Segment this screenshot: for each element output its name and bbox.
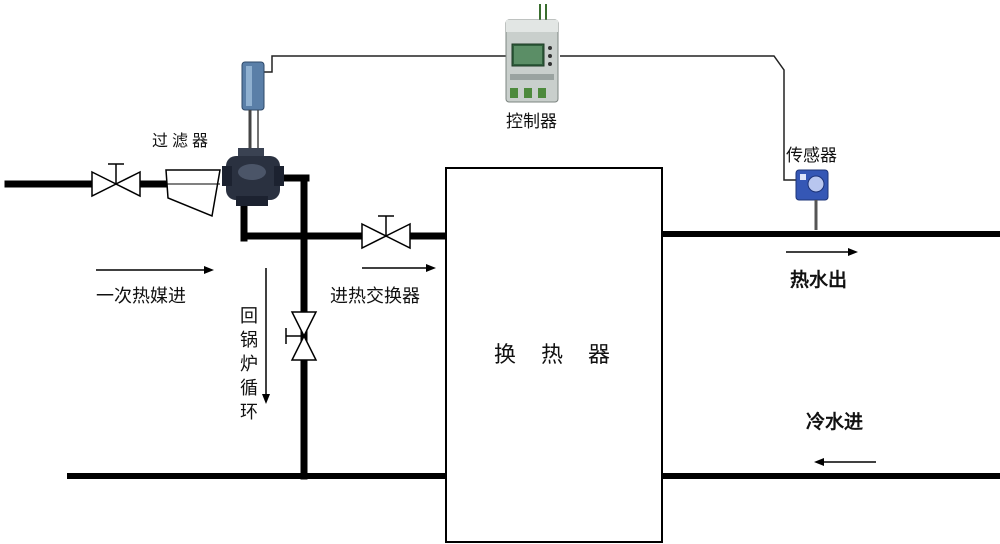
filter-icon [165,169,221,218]
to-exchanger-arrow-icon [362,264,436,272]
sensor-icon [795,169,829,230]
controller-to-actuator-wire [264,55,506,73]
heat-exchanger-char-3: 器 [588,343,610,368]
bypass-gate-valve-icon [285,311,318,361]
flow-arrows [96,248,876,466]
pipes [4,174,1000,480]
filter-label: 过滤器 [152,131,212,150]
return-boiler-char-2: 锅 [240,330,258,351]
heat-exchanger-box [445,167,663,543]
exchanger-gate-valve-icon [361,215,411,250]
return-boiler-char-4: 循 [240,378,258,399]
heat-exchanger-label: 换 热 器 [494,343,610,368]
return-boiler-char-3: 炉 [240,354,258,375]
primary-inlet-arrow-icon [96,266,214,274]
controller-icon [505,4,559,103]
cold-water-in-arrow-icon [814,458,876,466]
cold-water-in-label: 冷水进 [806,410,863,433]
return-boiler-label: 回 锅 炉 循 环 [240,306,258,423]
sensor-label: 传感器 [786,146,837,166]
return-boiler-char-1: 回 [240,306,258,327]
heat-exchanger-char-1: 换 [494,343,516,368]
controller-to-sensor-wire [560,55,796,181]
control-valve-icon [222,61,284,206]
controller-label: 控制器 [506,112,557,132]
heat-exchanger-char-2: 热 [541,343,563,368]
return-boiler-arrow-icon [262,268,270,404]
to-exchanger-label: 进热交换器 [330,286,420,307]
hot-water-out-label: 热水出 [790,268,847,291]
signal-wires [264,55,796,181]
inlet-gate-valve-icon [91,163,141,198]
hot-water-out-arrow-icon [786,248,858,256]
return-boiler-char-5: 环 [240,402,258,423]
primary-inlet-label: 一次热媒进 [96,286,186,307]
